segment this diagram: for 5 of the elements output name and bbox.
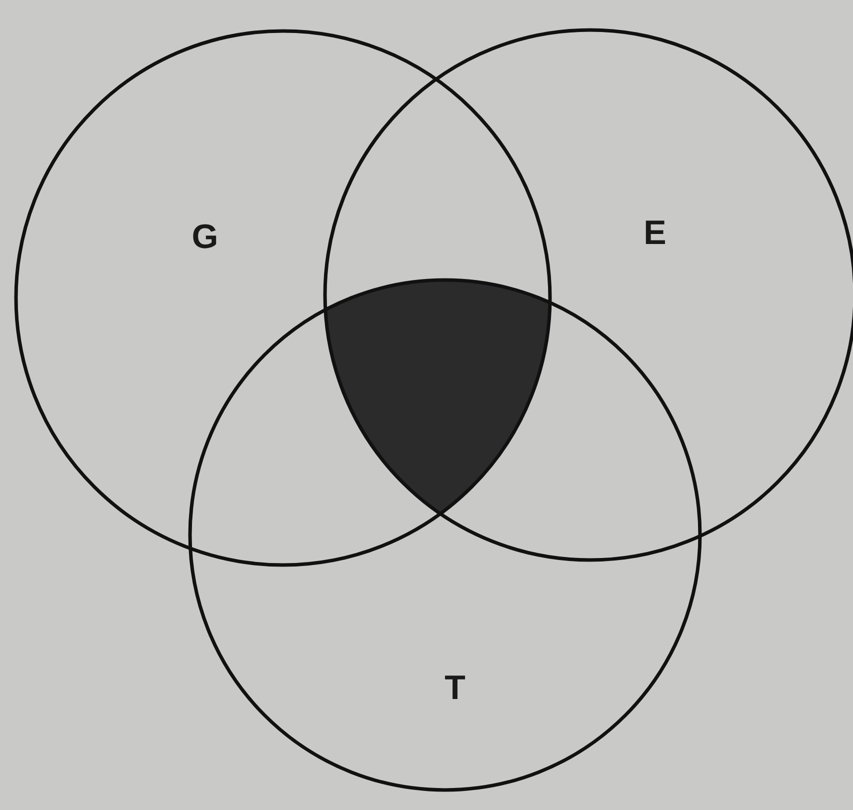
set-label: T [444,671,466,705]
set-label: G [192,220,218,254]
set-circle [188,278,702,792]
set-label: E [644,216,666,250]
set-circle [14,29,552,567]
